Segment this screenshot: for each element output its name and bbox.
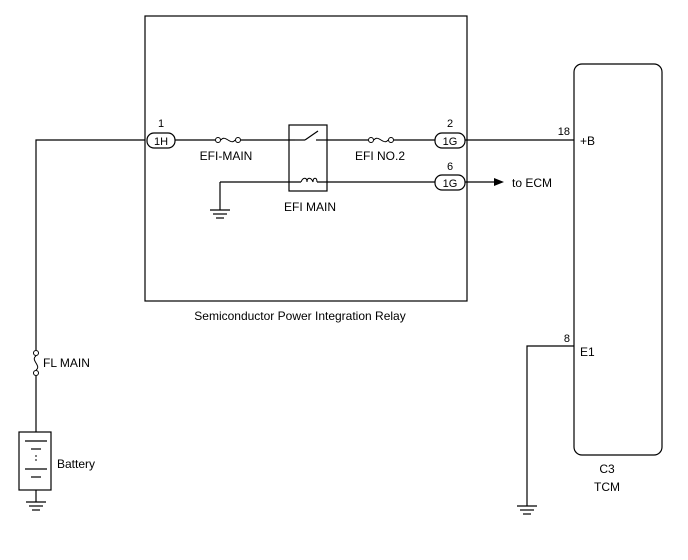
efi-no2-fuse-label: EFI NO.2 xyxy=(355,149,405,163)
battery-symbol xyxy=(18,431,52,491)
ground-icon xyxy=(26,501,46,511)
to-ecm-label: to ECM xyxy=(512,176,552,190)
coil-ground-icon xyxy=(210,209,230,219)
tcm-ground-wire xyxy=(526,345,574,506)
tcm-name-label: TCM xyxy=(594,480,620,494)
fl-main-fuse xyxy=(33,350,39,376)
relay-box-label: Semiconductor Power Integration Relay xyxy=(194,309,405,323)
relay-label: EFI MAIN xyxy=(284,200,336,214)
arrow-right-icon xyxy=(494,178,504,186)
efi-no2-fuse xyxy=(368,137,394,143)
tcm-pin-18: 18 xyxy=(558,126,570,138)
tcm-terminal-b: +B xyxy=(580,134,595,148)
tcm-pin-8: 8 xyxy=(564,333,570,345)
connector-1g-pin2-pin: 2 xyxy=(447,118,453,130)
connector-1g-pin6-pin: 6 xyxy=(447,161,453,173)
feed-wire xyxy=(35,139,145,350)
efi-main-relay xyxy=(288,124,328,192)
tcm-ground-icon xyxy=(517,505,537,515)
connector-1h-code: 1H xyxy=(154,136,168,148)
battery-label: Battery xyxy=(57,457,95,471)
fl-main-label: FL MAIN xyxy=(43,356,90,370)
tcm-box xyxy=(573,63,663,456)
connector-1g-pin2-code: 1G xyxy=(443,136,458,148)
connector-1g-pin6-code: 1G xyxy=(443,178,458,190)
tcm-connector-label: C3 xyxy=(599,462,615,476)
tcm-terminal-e1: E1 xyxy=(580,345,595,359)
efi-main-fuse xyxy=(215,137,241,143)
relay-box xyxy=(144,15,468,302)
efi-main-fuse-label: EFI-MAIN xyxy=(200,149,253,163)
connector-1h-pin: 1 xyxy=(158,118,164,130)
